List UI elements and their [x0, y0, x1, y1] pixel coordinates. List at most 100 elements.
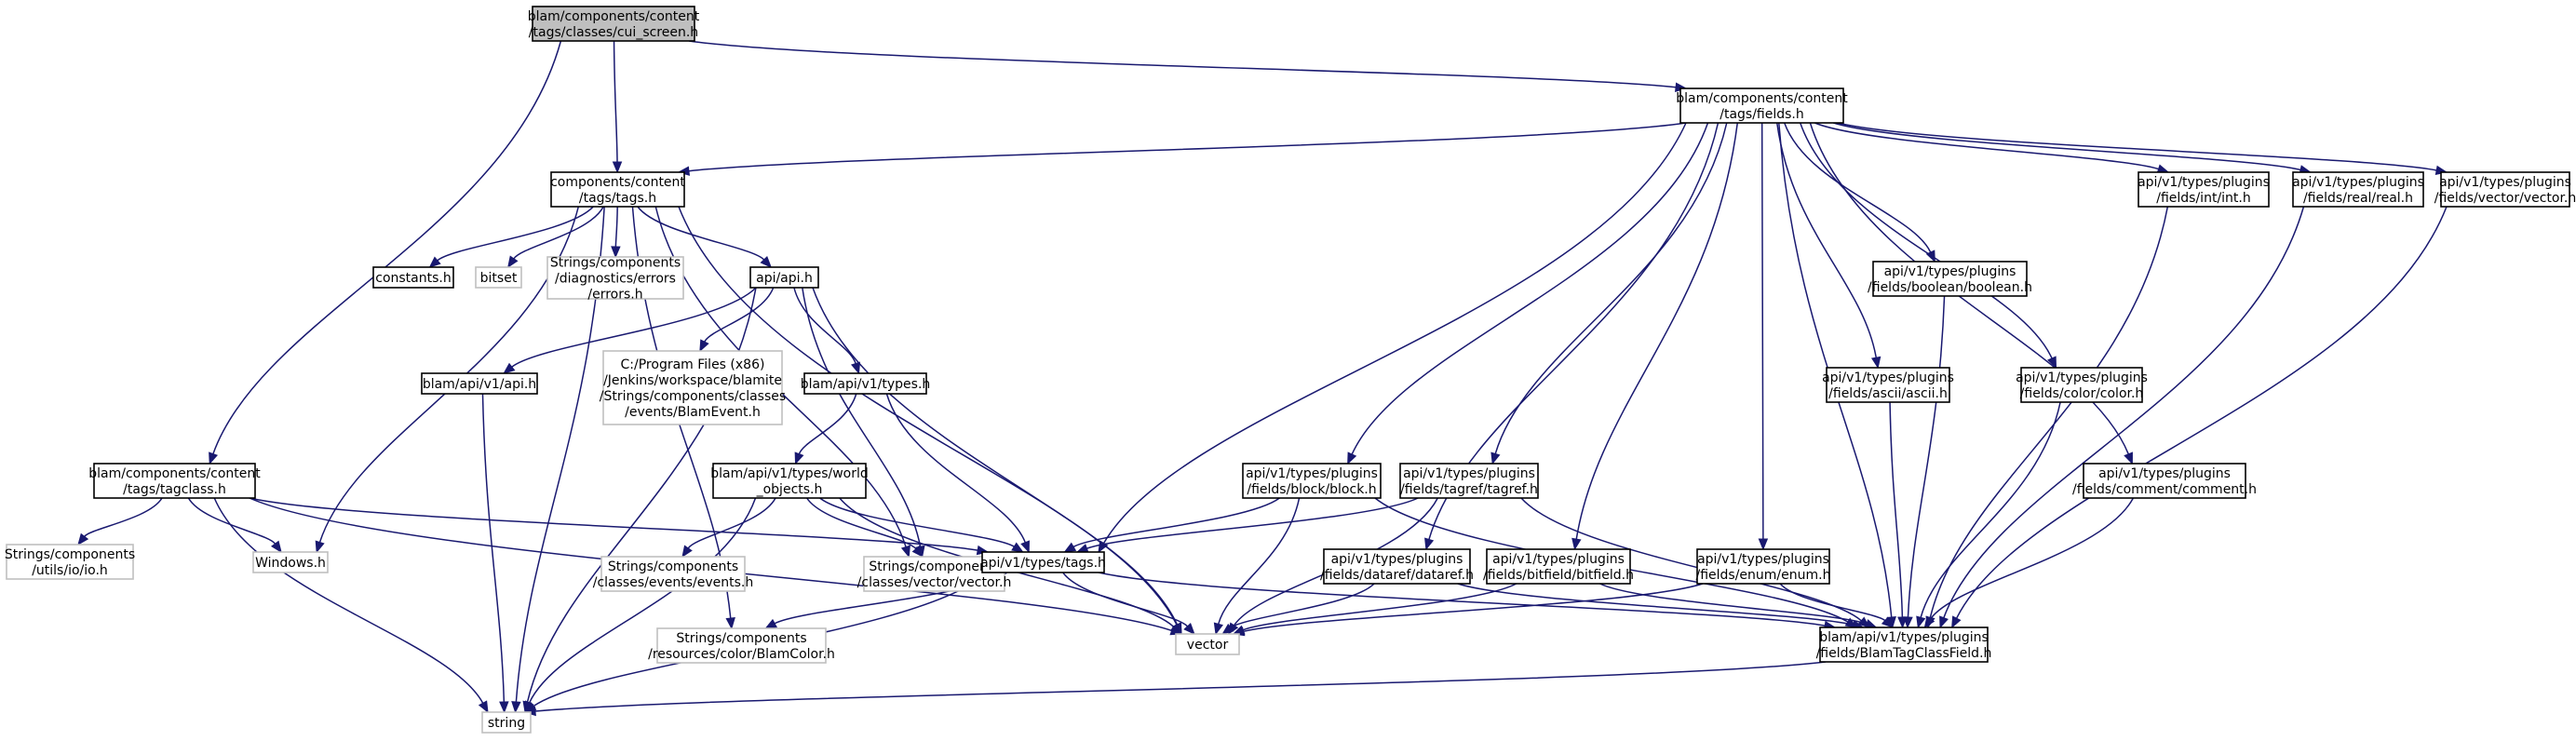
edge-line: [1760, 122, 1764, 540]
edge-apih-to-blamtypes: [793, 287, 860, 375]
edge-arrowhead: [612, 161, 623, 174]
edge-worldobj-to-apitags: [819, 497, 1024, 553]
edge-arrowhead: [611, 246, 621, 259]
node-comment[interactable]: api/v1/types/plugins/fields/comment/comm…: [2072, 463, 2257, 499]
node-label-line: /fields/block/block.h: [1247, 482, 1376, 497]
node-label-line: blam/components/content: [1676, 91, 1848, 106]
edge-tags-to-bitset: [507, 206, 604, 269]
node-btcf[interactable]: blam/api/v1/types/plugins/fields/BlamTag…: [1816, 626, 1992, 663]
node-fields[interactable]: blam/components/content/tags/fields.h: [1676, 88, 1848, 124]
edge-line: [1062, 572, 1189, 627]
node-label-line: components/content: [550, 175, 685, 190]
node-label-line: api/v1/types/plugins: [1331, 552, 1463, 567]
node-label-line: /diagnostics/errors: [555, 271, 676, 286]
node-label-line: api/v1/types/plugins: [1492, 552, 1625, 567]
node-label-line: api/v1/types/plugins: [1246, 466, 1378, 481]
nodes-layer: blam/components/content/tags/classes/cui…: [5, 6, 2576, 734]
edge-line: [1230, 583, 1375, 628]
node-blamtypes[interactable]: blam/api/v1/types.h: [801, 372, 931, 395]
node-block[interactable]: api/v1/types/plugins/fields/block/block.…: [1242, 463, 1382, 499]
edge-tagclass-to-io: [77, 497, 163, 546]
edge-line: [793, 287, 856, 364]
node-box: [1872, 261, 2028, 297]
node-tags[interactable]: components/content/tags/tags.h: [550, 171, 685, 208]
edge-line: [688, 122, 1687, 172]
node-label-line: api/api.h: [756, 271, 813, 286]
node-constants[interactable]: constants.h: [372, 266, 454, 289]
node-box: [1242, 463, 1382, 499]
edge-blamtypes-to-apitags: [885, 393, 1030, 554]
edge-arrowhead: [1098, 540, 1109, 554]
node-tagclass[interactable]: blam/components/content/tags/tagclass.h: [88, 463, 261, 499]
edge-arrowhead: [1221, 623, 1234, 635]
edge-arrowhead: [911, 545, 924, 559]
node-int[interactable]: api/v1/types/plugins/fields/int/int.h: [2138, 171, 2270, 208]
edge-line: [84, 497, 163, 537]
edge-line: [513, 206, 604, 260]
edge-line: [1800, 122, 2053, 359]
edge-line: [437, 206, 594, 262]
node-blamapi[interactable]: blam/api/v1/api.h: [421, 372, 538, 395]
edge-arrowhead: [725, 617, 735, 630]
node-enum[interactable]: api/v1/types/plugins/fields/enum/enum.h: [1696, 548, 1831, 585]
edge-arrowhead: [1870, 356, 1881, 370]
node-label-line: _objects.h: [756, 482, 823, 497]
node-label-line: C:/Program Files (x86): [621, 357, 765, 372]
node-apih[interactable]: api/api.h: [749, 266, 819, 289]
edge-line: [1072, 497, 1280, 548]
node-blamcolor: Strings/components/resources/color/BlamC…: [648, 627, 835, 664]
node-tagref[interactable]: api/v1/types/plugins/fields/tagref/tagre…: [1399, 463, 1539, 499]
node-box: [6, 544, 134, 580]
edge-apitags-to-vector: [1062, 572, 1195, 635]
edge-fields-to-comment: [1809, 122, 2133, 465]
node-color[interactable]: api/v1/types/plugins/fields/color/color.…: [2016, 367, 2148, 403]
edge-line: [528, 497, 757, 704]
edge-arrowhead: [1183, 622, 1195, 635]
node-box: [803, 372, 927, 395]
edge-line: [885, 393, 1026, 544]
node-real[interactable]: api/v1/types/plugins/fields/real/real.h: [2292, 171, 2424, 208]
edge-line: [534, 661, 1827, 712]
node-label-line: /Jenkins/workspace/blamite: [603, 373, 782, 388]
edge-fields-to-enum: [1758, 122, 1769, 551]
node-dataref[interactable]: api/v1/types/plugins/fields/dataref/data…: [1320, 548, 1474, 585]
node-box: [602, 350, 783, 425]
edge-arrowhead: [1939, 615, 1949, 629]
node-bitfield[interactable]: api/v1/types/plugins/fields/bitfield/bit…: [1483, 548, 1634, 585]
edge-arrowhead: [1903, 616, 1913, 629]
node-ascii[interactable]: api/v1/types/plugins/fields/ascii/ascii.…: [1822, 367, 1954, 403]
edge-color-to-btcf: [1916, 401, 2061, 629]
edge-tagref-to-apitags: [1075, 497, 1419, 553]
node-worldobj[interactable]: blam/api/v1/types/world_objects.h: [710, 463, 869, 499]
node-blamevent: C:/Program Files (x86)/Jenkins/workspace…: [600, 350, 786, 425]
edge-line: [1098, 572, 1826, 626]
edge-line: [614, 206, 618, 248]
edge-blamtypes-to-worldobj: [794, 393, 857, 465]
node-label-line: /fields/comment/comment.h: [2072, 482, 2257, 497]
edge-comment-to-btcf: [1923, 497, 2135, 629]
edge-arrowhead: [1213, 622, 1223, 636]
node-vec[interactable]: api/v1/types/plugins/fields/vector/vecto…: [2434, 171, 2576, 208]
node-apitags[interactable]: api/v1/types/tags.h: [980, 551, 1106, 573]
node-io: Strings/components/utils/io/io.h: [5, 544, 135, 580]
node-label-line: blam/api/v1/types/plugins: [1819, 630, 1989, 645]
node-label-line: blam/components/content: [88, 466, 261, 481]
node-box: [532, 6, 695, 42]
edge-arrowhead: [760, 256, 773, 268]
node-string: string: [481, 711, 532, 734]
node-boolean[interactable]: api/v1/types/plugins/fields/boolean/bool…: [1868, 261, 2032, 297]
node-box: [2292, 171, 2424, 208]
edge-arrowhead: [1758, 538, 1769, 551]
node-label-line: /fields/ascii/ascii.h: [1828, 386, 1948, 401]
edge-cui-to-tags: [612, 40, 623, 174]
node-box: [1486, 548, 1631, 585]
edge-line: [511, 287, 757, 368]
edge-block-to-vector: [1213, 497, 1301, 636]
edge-boolean-to-btcf: [1903, 295, 1946, 629]
edge-line: [249, 497, 978, 551]
node-box: [481, 711, 532, 734]
edge-enum-to-btcf: [1779, 583, 1894, 628]
node-cui[interactable]: blam/components/content/tags/classes/cui…: [528, 6, 700, 42]
edge-apih-to-blamapi: [503, 287, 757, 374]
